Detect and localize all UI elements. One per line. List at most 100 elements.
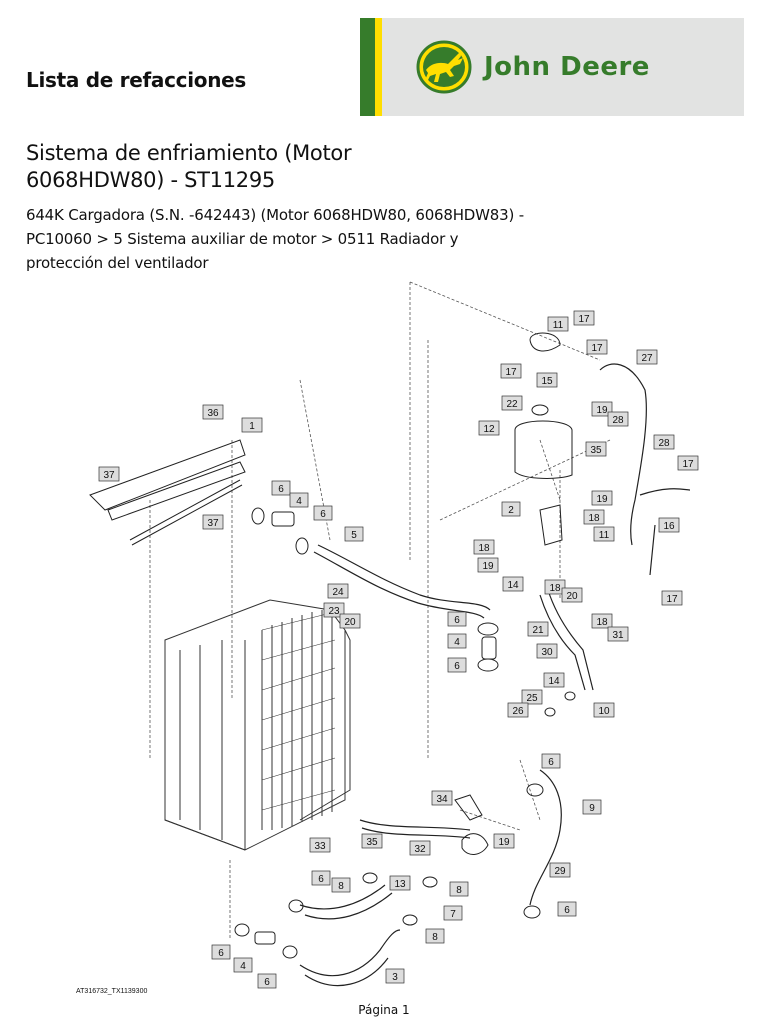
callout-27: 27 bbox=[636, 349, 658, 365]
callout-7: 7 bbox=[443, 905, 463, 921]
svg-text:4: 4 bbox=[240, 961, 246, 972]
callout-25: 25 bbox=[521, 689, 543, 705]
svg-text:15: 15 bbox=[541, 376, 553, 387]
svg-text:11: 11 bbox=[553, 320, 564, 331]
svg-text:21: 21 bbox=[532, 625, 544, 636]
leaping-deer-icon bbox=[416, 40, 472, 94]
callout-30: 30 bbox=[536, 643, 558, 659]
breadcrumb-line: protección del ventilador bbox=[26, 254, 209, 272]
callout-32: 32 bbox=[409, 840, 431, 856]
svg-text:6: 6 bbox=[278, 484, 284, 495]
callout-6: 6 bbox=[257, 973, 277, 989]
callout-35: 35 bbox=[361, 833, 383, 849]
callout-28: 28 bbox=[653, 434, 675, 450]
svg-text:13: 13 bbox=[394, 879, 406, 890]
callout-10: 10 bbox=[593, 702, 615, 718]
callout-19: 19 bbox=[493, 833, 515, 849]
callout-33: 33 bbox=[309, 837, 331, 853]
callout-18: 18 bbox=[583, 509, 605, 525]
svg-text:6: 6 bbox=[548, 757, 554, 768]
svg-text:24: 24 bbox=[332, 587, 344, 598]
svg-text:14: 14 bbox=[507, 580, 519, 591]
svg-text:37: 37 bbox=[207, 518, 219, 529]
callout-19: 19 bbox=[591, 490, 613, 506]
callout-31: 31 bbox=[607, 626, 629, 642]
brand-stripe-green bbox=[360, 18, 375, 116]
callout-6: 6 bbox=[311, 870, 331, 886]
svg-text:32: 32 bbox=[414, 844, 426, 855]
callout-14: 14 bbox=[502, 576, 524, 592]
callout-6: 6 bbox=[211, 944, 231, 960]
callout-26: 26 bbox=[507, 702, 529, 718]
svg-text:19: 19 bbox=[596, 494, 608, 505]
callout-12: 12 bbox=[478, 420, 500, 436]
svg-text:33: 33 bbox=[314, 841, 326, 852]
svg-text:4: 4 bbox=[454, 637, 460, 648]
callout-17: 17 bbox=[573, 310, 595, 326]
svg-text:11: 11 bbox=[599, 530, 610, 541]
svg-text:26: 26 bbox=[512, 706, 524, 717]
brand-banner: John Deere bbox=[360, 18, 744, 116]
svg-text:4: 4 bbox=[296, 496, 302, 507]
callout-6: 6 bbox=[447, 657, 467, 673]
callout-37: 36 bbox=[202, 404, 224, 420]
callout-6: 6 bbox=[557, 901, 577, 917]
svg-text:17: 17 bbox=[666, 594, 678, 605]
svg-text:8: 8 bbox=[456, 885, 462, 896]
callout-9: 9 bbox=[582, 799, 602, 815]
callout-36: 35 bbox=[585, 441, 607, 457]
svg-text:6: 6 bbox=[454, 661, 460, 672]
callout-28: 28 bbox=[607, 411, 629, 427]
callout-19: 19 bbox=[591, 401, 613, 417]
svg-text:28: 28 bbox=[612, 415, 624, 426]
breadcrumb-line: PC10060 > 5 Sistema auxiliar de motor > … bbox=[26, 230, 459, 248]
svg-text:34: 34 bbox=[436, 794, 448, 805]
figure-id: AT316732_TX1139300 bbox=[76, 988, 148, 995]
svg-text:18: 18 bbox=[596, 617, 608, 628]
page-number: Página 1 bbox=[358, 1003, 410, 1017]
breadcrumb: 644K Cargadora (S.N. -642443) (Motor 606… bbox=[26, 203, 626, 275]
hoses bbox=[299, 363, 691, 987]
callout-8: 8 bbox=[425, 928, 445, 944]
callout-6: 6 bbox=[447, 611, 467, 627]
leader-lines bbox=[149, 281, 611, 940]
callout-14: 14 bbox=[543, 672, 565, 688]
svg-text:12: 12 bbox=[483, 424, 495, 435]
radiator-assembly bbox=[164, 599, 351, 851]
fan-shroud bbox=[89, 439, 246, 546]
page-title: Sistema de enfriamiento (Motor 6068HDW80… bbox=[26, 140, 586, 194]
callout-8: 8 bbox=[449, 881, 469, 897]
page-title-line: Sistema de enfriamiento (Motor bbox=[26, 141, 352, 165]
callout-24: 24 bbox=[327, 583, 349, 599]
callout-3: 3 bbox=[385, 968, 405, 984]
svg-text:17: 17 bbox=[578, 314, 590, 325]
callout-17: 17 bbox=[586, 339, 608, 355]
exploded-parts-diagram: 36 1 37 37 6 4 6 5 24 23 20 6 4 6 11 17 … bbox=[89, 281, 699, 989]
reservoir-tank bbox=[514, 332, 573, 479]
callout-19: 19 bbox=[477, 557, 499, 573]
svg-text:18: 18 bbox=[478, 543, 490, 554]
svg-text:6: 6 bbox=[454, 615, 460, 626]
callout-23: 23 bbox=[323, 602, 345, 618]
svg-text:35: 35 bbox=[366, 837, 378, 848]
svg-text:9: 9 bbox=[589, 803, 595, 814]
svg-text:20: 20 bbox=[566, 591, 578, 602]
callout-6: 6 bbox=[313, 505, 333, 521]
svg-text:1: 1 bbox=[249, 421, 255, 432]
callout-6: 6 bbox=[271, 480, 291, 496]
callout-17: 17 bbox=[677, 455, 699, 471]
svg-text:8: 8 bbox=[432, 932, 438, 943]
callout-34: 34 bbox=[431, 790, 453, 806]
svg-text:3: 3 bbox=[392, 972, 398, 983]
svg-text:28: 28 bbox=[658, 438, 670, 449]
callout-2: 2 bbox=[501, 501, 521, 517]
svg-text:6: 6 bbox=[218, 948, 224, 959]
callout-22: 22 bbox=[501, 395, 523, 411]
svg-text:2: 2 bbox=[508, 505, 514, 516]
callout-4: 4 bbox=[289, 492, 309, 508]
callout-18: 18 bbox=[544, 579, 566, 595]
svg-text:19: 19 bbox=[596, 405, 608, 416]
svg-text:18: 18 bbox=[549, 583, 561, 594]
callout-labels: 36 1 37 37 6 4 6 5 24 23 20 6 4 6 11 17 … bbox=[98, 310, 699, 989]
svg-text:25: 25 bbox=[526, 693, 538, 704]
